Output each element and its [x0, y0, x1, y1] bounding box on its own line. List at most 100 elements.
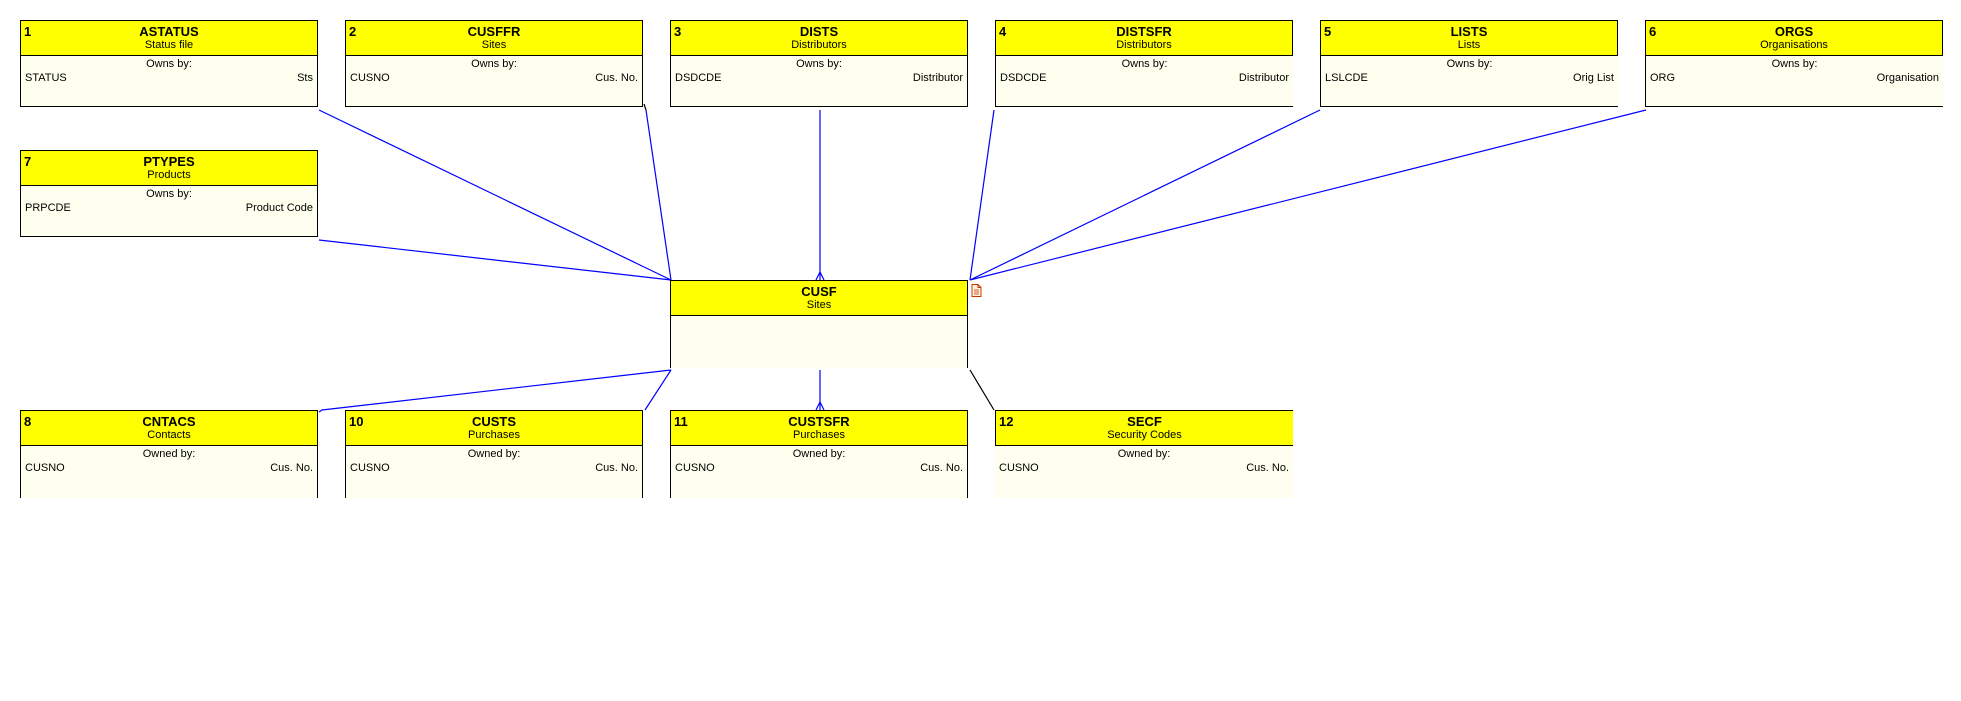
key-field: DSDCDE: [675, 72, 722, 84]
entity-description: Purchases: [793, 429, 845, 441]
entity-name: SECF: [1127, 414, 1162, 429]
key-field: DSDCDE: [1000, 72, 1047, 84]
entity-name: CUSTSFR: [788, 414, 850, 429]
link-orgs: [969, 109, 1647, 281]
entity-header: 1 ASTATUS Status file: [20, 20, 318, 56]
link-secf: [969, 369, 995, 411]
entity-description: Status file: [144, 39, 194, 51]
entity-name: LISTS: [1450, 24, 1488, 39]
entity-name: PTYPES: [143, 154, 195, 169]
entity-secf[interactable]: 12 SECF Security Codes Owned by: CUSNO C…: [995, 410, 1293, 498]
entity-name: CUSF: [801, 284, 837, 299]
entity-name: CUSTS: [471, 414, 517, 429]
entity-number: 12: [999, 414, 1014, 429]
entity-body: Owns by: DSDCDE Distributor: [995, 56, 1293, 107]
entity-number: 11: [674, 414, 688, 429]
entity-description: Sites: [806, 299, 832, 311]
entity-number: 10: [349, 414, 364, 429]
link-distsfr: [969, 109, 995, 281]
entity-description: Contacts: [147, 429, 191, 441]
entity-header: 2 CUSFFR Sites: [345, 20, 643, 56]
entity-cusffr[interactable]: 2 CUSFFR Sites Owns by: CUSNO Cus. No.: [345, 20, 643, 107]
entity-custsfr[interactable]: 11 CUSTSFR Purchases Owned by: CUSNO Cus…: [670, 410, 968, 498]
key-field: PRPCDE: [25, 202, 71, 214]
relation-caption: Owns by:: [796, 58, 842, 70]
entity-header: 12 SECF Security Codes: [995, 410, 1293, 446]
entity-number: 4: [999, 24, 1007, 39]
entity-name: CUSFFR: [467, 24, 521, 39]
entity-header: 6 ORGS Organisations: [1645, 20, 1943, 56]
crowfoot-custsfr: [815, 400, 825, 411]
entity-description: Products: [147, 169, 191, 181]
relation-caption: Owns by:: [1771, 58, 1818, 70]
entity-description: Distributors: [1116, 39, 1172, 51]
relation-caption: Owned by:: [1117, 448, 1171, 460]
relation-caption: Owns by:: [146, 58, 192, 70]
entity-description: Security Codes: [1107, 429, 1182, 441]
link-custs: [644, 369, 672, 411]
entity-header: 7 PTYPES Products: [20, 150, 318, 186]
entity-body: [670, 316, 968, 368]
entity-astatus[interactable]: 1 ASTATUS Status file Owns by: STATUS St…: [20, 20, 318, 107]
entity-number: 8: [24, 414, 32, 429]
link-lists: [969, 109, 1321, 281]
key-field: CUSNO: [350, 462, 390, 474]
entity-name: ORGS: [1774, 24, 1814, 39]
entity-lists[interactable]: 5 LISTS Lists Owns by: LSLCDE Orig List: [1320, 20, 1618, 107]
entity-body: Owned by: CUSNO Cus. No.: [670, 446, 968, 498]
entity-body: Owns by: PRPCDE Product Code: [20, 186, 318, 237]
key-label: Distributor: [912, 72, 963, 84]
relation-caption: Owns by:: [146, 188, 192, 200]
entity-body: Owned by: CUSNO Cus. No.: [345, 446, 643, 498]
key-field: CUSNO: [675, 462, 715, 474]
relation-caption: Owns by:: [1446, 58, 1493, 70]
entity-body: Owns by: STATUS Sts: [20, 56, 318, 107]
entity-header: 10 CUSTS Purchases: [345, 410, 643, 446]
key-field: CUSNO: [25, 462, 65, 474]
entity-cusf[interactable]: CUSF Sites: [670, 280, 968, 368]
entity-name: CNTACS: [142, 414, 196, 429]
link-cusffr-tail: [643, 103, 647, 111]
entity-name: ASTATUS: [139, 24, 199, 39]
link-cusffr: [645, 109, 672, 281]
entity-ptypes[interactable]: 7 PTYPES Products Owns by: PRPCDE Produc…: [20, 150, 318, 237]
entity-description: Distributors: [791, 39, 847, 51]
key-label: Cus. No.: [1246, 462, 1289, 474]
key-field: CUSNO: [999, 462, 1039, 474]
entity-cntacs[interactable]: 8 CNTACS Contacts Owned by: CUSNO Cus. N…: [20, 410, 318, 498]
entity-number: 2: [349, 24, 357, 39]
entity-description: Sites: [481, 39, 507, 51]
key-field: STATUS: [25, 72, 67, 84]
key-label: Cus. No.: [920, 462, 963, 474]
entity-number: 6: [1649, 24, 1657, 39]
key-label: Organisation: [1876, 72, 1939, 84]
entity-header: 4 DISTSFR Distributors: [995, 20, 1293, 56]
key-field: LSLCDE: [1325, 72, 1368, 84]
entity-name: DISTS: [799, 24, 839, 39]
entity-distsfr[interactable]: 4 DISTSFR Distributors Owns by: DSDCDE D…: [995, 20, 1293, 107]
key-field: CUSNO: [350, 72, 390, 84]
entity-orgs[interactable]: 6 ORGS Organisations Owns by: ORG Organi…: [1645, 20, 1943, 107]
entity-custs[interactable]: 10 CUSTS Purchases Owned by: CUSNO Cus. …: [345, 410, 643, 498]
entity-header: CUSF Sites: [670, 280, 968, 316]
document-icon[interactable]: [971, 284, 982, 297]
key-label: Cus. No.: [595, 462, 638, 474]
entity-body: Owns by: CUSNO Cus. No.: [345, 56, 643, 107]
key-label: Cus. No.: [595, 72, 638, 84]
key-field: ORG: [1650, 72, 1676, 84]
relation-caption: Owned by:: [467, 448, 521, 460]
entity-header: 11 CUSTSFR Purchases: [670, 410, 968, 446]
entity-number: 3: [674, 24, 682, 39]
link-astatus: [318, 109, 672, 281]
entity-header: 3 DISTS Distributors: [670, 20, 968, 56]
key-label: Orig List: [1573, 72, 1614, 84]
entity-body: Owns by: DSDCDE Distributor: [670, 56, 968, 107]
relation-caption: Owned by:: [792, 448, 846, 460]
entity-body: Owned by: CUSNO Cus. No.: [995, 446, 1293, 498]
link-ptypes: [318, 239, 672, 281]
link-cntacs: [318, 369, 672, 413]
crowfoot-dists: [815, 270, 825, 281]
relation-caption: Owned by:: [142, 448, 196, 460]
key-label: Distributor: [1238, 72, 1289, 84]
entity-dists[interactable]: 3 DISTS Distributors Owns by: DSDCDE Dis…: [670, 20, 968, 107]
